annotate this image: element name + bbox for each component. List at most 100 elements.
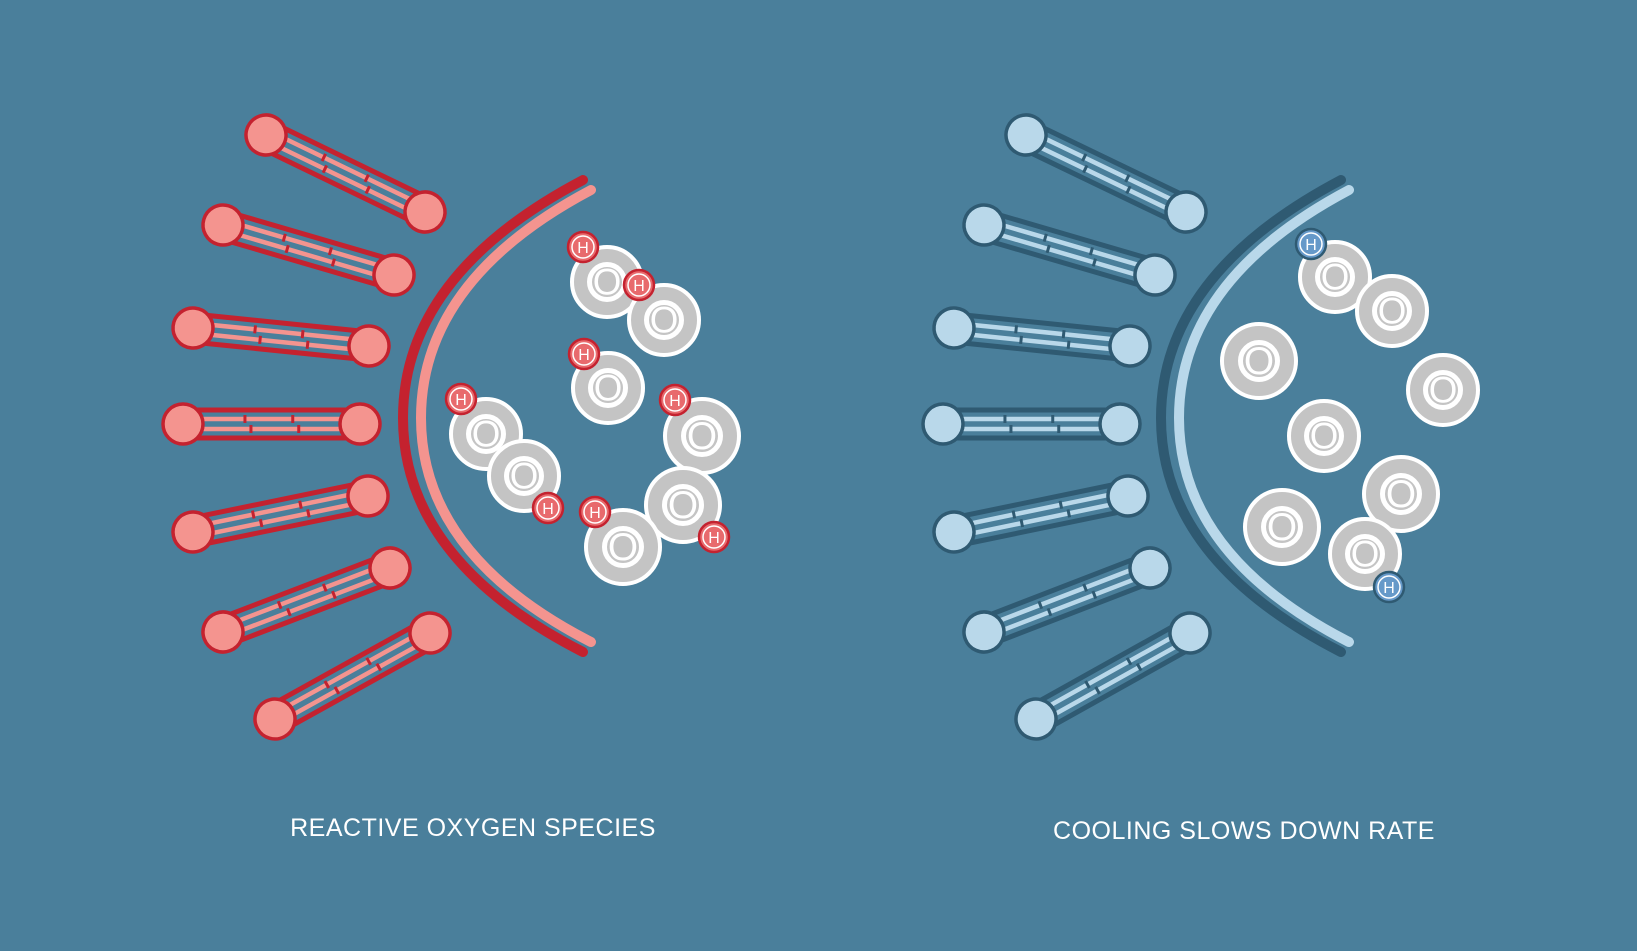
oxygen-atom-body: [627, 283, 701, 357]
oxygen-atom-left-7: O: [644, 466, 722, 544]
oxygen-atom-right-5: O: [1287, 399, 1361, 473]
oxygen-atom-ring: [662, 484, 704, 526]
lipid-head: [1164, 190, 1208, 234]
hydrogen-atom-ring: [702, 525, 726, 549]
lipid-head: [368, 546, 412, 590]
lipid-tail-kink: [1082, 583, 1088, 592]
oxygen-atom-label: O: [472, 413, 501, 454]
hydrogen-atom-left-3: H: [567, 337, 601, 371]
caption-reactive-oxygen-species: REACTIVE OXYGEN SPECIES: [290, 814, 656, 842]
lipid-tail-kink: [1094, 686, 1101, 695]
lipid-tail-kink: [1066, 340, 1071, 349]
hydrogen-atom-label: H: [708, 530, 720, 547]
lipid-head: [1098, 402, 1142, 446]
oxygen-atom-right-6: O: [1362, 455, 1440, 533]
lipid-right-2: [962, 203, 1177, 297]
oxygen-atom-label: O: [510, 455, 539, 496]
oxygen-atom-ring: [1423, 370, 1463, 410]
oxygen-atom-ring: [1304, 416, 1344, 456]
membrane-inner-arc: [415, 185, 596, 647]
lipid-tail-kink: [331, 590, 337, 600]
lipid-tail-kink: [258, 335, 262, 345]
lipid-tail-kink: [321, 583, 328, 592]
lipid-tail-kink: [327, 246, 333, 256]
lipid-tail-strand: [993, 231, 1143, 279]
hydrogen-atom-label: H: [455, 392, 467, 409]
hydrogen-atom-left-1: H: [566, 230, 600, 264]
lipid-tail-kink: [1125, 185, 1132, 195]
oxygen-atom-ring: [1238, 340, 1280, 382]
lipid-tail-kink: [1019, 518, 1025, 528]
lipid-tail-strand: [287, 641, 423, 719]
oxygen-atom-label: O: [1244, 340, 1274, 383]
lipid-left-5: [171, 474, 390, 554]
lipid-head: [962, 610, 1006, 654]
oxygen-atom-label: O: [1310, 415, 1339, 456]
lipid-head: [1004, 113, 1048, 157]
oxygen-atom-body: [571, 351, 645, 425]
oxygen-atom-left-3: O: [571, 351, 645, 425]
lipid-left-7: [253, 611, 452, 741]
lipid-head: [1108, 324, 1152, 368]
lipid-left-2: [201, 203, 416, 297]
oxygen-atom-ring: [1261, 506, 1303, 548]
lipid-tail-kink: [306, 509, 311, 518]
oxygen-atom-label: O: [594, 367, 623, 408]
lipid-tail-kink: [321, 164, 328, 174]
lipid-tail-strand: [203, 491, 356, 527]
lipid-tail-strand: [996, 221, 1146, 269]
hydrogen-atom-label: H: [1305, 237, 1317, 254]
oxygen-atom-right-4: O: [1406, 353, 1480, 427]
oxygen-atom-ring: [466, 414, 506, 454]
lipid-tail-kink: [253, 325, 258, 334]
lipid-tail-kink: [1135, 662, 1143, 672]
lipid-head: [1014, 697, 1058, 741]
lipid-tail-kink: [365, 657, 372, 666]
lipid-head: [932, 306, 976, 350]
oxygen-atom-label: O: [1351, 533, 1380, 574]
lipid-tail-strand: [205, 501, 358, 537]
hydrogen-atom-right-1: H: [1294, 227, 1328, 261]
lipid-head: [932, 510, 976, 554]
hydrogen-atom-ring: [583, 500, 607, 524]
hydrogen-atom-label: H: [1383, 580, 1395, 597]
lipid-tail-strand: [966, 322, 1119, 342]
oxygen-atom-ring: [1315, 257, 1355, 297]
oxygen-atom-label: O: [687, 415, 717, 458]
lipid-head: [1128, 546, 1172, 590]
oxygen-atom-body: [1287, 399, 1361, 473]
lipid-head: [921, 402, 965, 446]
oxygen-atom-ring: [1372, 291, 1412, 331]
hydrogen-atom-ring: [1299, 232, 1323, 256]
lipid-tail-strand: [996, 575, 1141, 634]
oxygen-atom-label: O: [593, 261, 622, 302]
lipid-bilayer-left: [161, 113, 452, 741]
lipid-tail-strand: [232, 566, 378, 625]
lipid-tail-kink: [300, 330, 305, 339]
hydrogen-atom-label: H: [633, 278, 645, 295]
lipid-head: [171, 306, 215, 350]
oxygen-atom-ring: [1380, 473, 1422, 515]
lipid-tail-kink: [1091, 590, 1098, 600]
lipid-tail-kink: [364, 185, 371, 195]
lipid-tail-kink: [1045, 244, 1051, 254]
lipid-head: [253, 697, 297, 741]
hydrogen-atom-ring: [1377, 575, 1401, 599]
lipid-tail-kink: [1124, 173, 1131, 183]
lipid-tail-kink: [1088, 246, 1094, 256]
lipid-tail-strand: [205, 322, 358, 342]
oxygen-atom-ring: [602, 526, 644, 568]
oxygen-atom-right-7: O: [1243, 488, 1321, 566]
lipid-tail-strand: [966, 501, 1118, 537]
lipid-tail-kink: [1037, 600, 1044, 610]
lipid-head: [171, 510, 215, 554]
lipid-tail-strand: [993, 566, 1138, 625]
oxygen-atom-label: O: [1378, 290, 1407, 331]
lipid-right-7: [1014, 611, 1212, 741]
lipid-left-1: [244, 113, 447, 234]
hydrogen-atom-label: H: [577, 240, 589, 257]
membrane-inner-arc: [1173, 185, 1354, 647]
lipid-tail-kink: [305, 340, 310, 349]
oxygen-atom-body: [1328, 517, 1402, 591]
